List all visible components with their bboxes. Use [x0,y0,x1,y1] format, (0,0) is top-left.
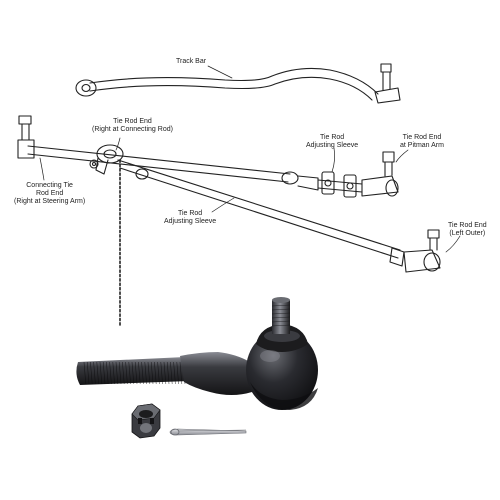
stud-threads [271,304,291,327]
leader-lines [39,65,461,253]
shaft-thread [109,361,112,385]
ball-joint-housing [246,330,318,410]
shaft-thread [170,361,173,385]
shaft-thread [99,361,103,385]
label-tie-rod-adjusting-sleeve-lower: Tie Rod Adjusting Sleeve [164,210,217,225]
label-tie-rod-end-connecting-rod: Tie Rod End (Right at Connecting Rod) [92,118,173,133]
label-connecting-tie-rod-end: Connecting Tie Rod End (Right at Steerin… [14,182,86,205]
shaft-thread [83,361,87,385]
label-tie-rod-adjusting-sleeve-upper: Tie Rod Adjusting Sleeve [306,134,359,149]
shaft-thread [144,361,147,385]
shaft-thread [96,361,99,385]
tie-rod-end-photo [76,297,318,410]
shaft-thread [157,361,160,385]
shaft-thread [125,361,128,385]
threaded-shaft [76,357,190,385]
shaft-thread [166,361,170,385]
shaft-thread [147,361,151,385]
shaft-thread [179,361,183,385]
shaft-thread [150,361,154,385]
shaft-thread [128,361,131,385]
shaft-thread [122,361,125,385]
shaft-thread [176,361,179,385]
shaft-thread [93,361,96,385]
track-bar [75,63,401,104]
shaft-thread [106,361,109,385]
label-tie-rod-end-pitman-arm: Tie Rod End at Pitman Arm [400,134,444,149]
shaft-thread [112,361,115,385]
shaft-thread [118,361,122,385]
shaft-thread [163,361,167,385]
shaft-thread [90,361,93,385]
shaft-thread [134,361,138,385]
shaft-thread [173,361,176,385]
label-track-bar: Track Bar [176,58,207,65]
pitman-arm-assembly [281,151,399,198]
shaft-thread [154,361,157,385]
label-tie-rod-end-left-outer: Tie Rod End (Left Outer) [448,222,487,237]
shaft-thread [141,361,144,385]
connecting-rod [17,115,291,183]
shaft-thread [160,361,163,385]
shaft-thread [86,361,90,385]
cotter-pin-icon [169,428,247,436]
tie-rod-neck [180,352,252,395]
shaft-thread [138,361,141,385]
lower-tie-rod [117,159,441,273]
shaft-thread [102,361,106,385]
shaft-thread [115,361,119,385]
shaft-thread [131,361,135,385]
castle-nut-icon [131,403,161,439]
